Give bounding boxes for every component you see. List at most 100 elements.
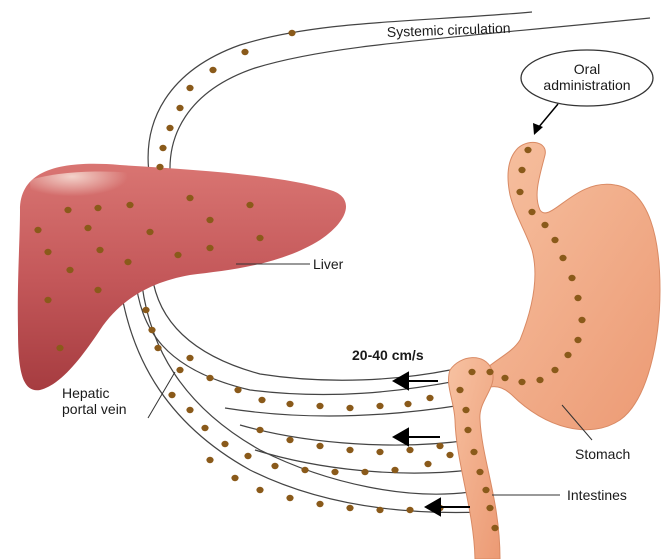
drug-particle (501, 375, 508, 381)
drug-particle (516, 189, 523, 195)
drug-particle (406, 507, 413, 513)
drug-particle (271, 463, 278, 469)
drug-particle (241, 49, 248, 55)
drug-particle (376, 507, 383, 513)
drug-particle (166, 125, 173, 131)
drug-particle (476, 469, 483, 475)
hepatic-label-line1: Hepatic (62, 385, 109, 401)
drug-particle (406, 447, 413, 453)
drug-particle (574, 295, 581, 301)
drug-particle (176, 367, 183, 373)
drug-particle (231, 475, 238, 481)
drug-particle (541, 222, 548, 228)
drug-particle (186, 407, 193, 413)
drug-particle (424, 461, 431, 467)
drug-particle (244, 453, 251, 459)
drug-particle (301, 467, 308, 473)
drug-particle (551, 367, 558, 373)
drug-particle (551, 237, 558, 243)
drug-particle (568, 275, 575, 281)
drug-particle (559, 255, 566, 261)
drug-particle (436, 443, 443, 449)
drug-particle (518, 167, 525, 173)
drug-particle (376, 403, 383, 409)
drug-particle (186, 85, 193, 91)
stomach (470, 142, 660, 429)
drug-particle (578, 317, 585, 323)
drug-particle (524, 147, 531, 153)
hepatic-label-line2: portal vein (62, 401, 127, 417)
drug-particle (470, 449, 477, 455)
drug-particle (156, 164, 163, 170)
drug-particle (482, 487, 489, 493)
oral-label-line2: administration (543, 77, 630, 93)
oral-label-line1: Oral (574, 61, 600, 77)
drug-particle (564, 352, 571, 358)
drug-particle (174, 252, 181, 258)
drug-particle (148, 327, 155, 333)
drug-particle (518, 379, 525, 385)
drug-particle (286, 495, 293, 501)
drug-particle (201, 425, 208, 431)
drug-particle (316, 403, 323, 409)
drug-particle (206, 375, 213, 381)
drug-particle (168, 392, 175, 398)
drug-particle (486, 505, 493, 511)
drug-particle (346, 505, 353, 511)
drug-particle (126, 202, 133, 208)
drug-particle (346, 447, 353, 453)
drug-particle (316, 501, 323, 507)
drug-particle (528, 209, 535, 215)
drug-particle (44, 249, 51, 255)
drug-particle (234, 387, 241, 393)
drug-particle (391, 467, 398, 473)
drug-particle (426, 395, 433, 401)
drug-particle (96, 247, 103, 253)
drug-particle (574, 337, 581, 343)
drug-particle (404, 401, 411, 407)
drug-particle (361, 469, 368, 475)
liver-label: Liver (313, 256, 344, 272)
drug-particle (176, 105, 183, 111)
drug-particle (464, 427, 471, 433)
drug-particle (446, 452, 453, 458)
drug-particle (159, 145, 166, 151)
drug-particle (462, 407, 469, 413)
drug-particle (146, 229, 153, 235)
drug-particle (94, 287, 101, 293)
drug-particle (376, 449, 383, 455)
drug-particle (536, 377, 543, 383)
drug-particle (316, 443, 323, 449)
drug-particle (258, 397, 265, 403)
drug-particle (56, 345, 63, 351)
drug-particle (256, 427, 263, 433)
drug-particle (256, 487, 263, 493)
drug-particle (94, 205, 101, 211)
drug-particle (34, 227, 41, 233)
drug-particle (331, 469, 338, 475)
drug-particle (486, 369, 493, 375)
drug-particle (206, 457, 213, 463)
drug-particle (468, 369, 475, 375)
drug-particle (84, 225, 91, 231)
drug-particle (221, 441, 228, 447)
drug-particle (186, 355, 193, 361)
drug-particle (154, 345, 161, 351)
drug-particle (346, 405, 353, 411)
drug-particle (206, 217, 213, 223)
systemic-circulation-label: Systemic circulation (387, 20, 511, 40)
drug-particle (66, 267, 73, 273)
drug-particle (256, 235, 263, 241)
drug-particle (286, 437, 293, 443)
drug-particle (209, 67, 216, 73)
drug-particle (44, 297, 51, 303)
intestines-label: Intestines (567, 487, 627, 503)
drug-particle (124, 259, 131, 265)
stomach-label: Stomach (575, 446, 630, 462)
drug-particle (491, 525, 498, 531)
liver (18, 164, 346, 390)
drug-particle (456, 387, 463, 393)
drug-particle (64, 207, 71, 213)
drug-particle (142, 307, 149, 313)
